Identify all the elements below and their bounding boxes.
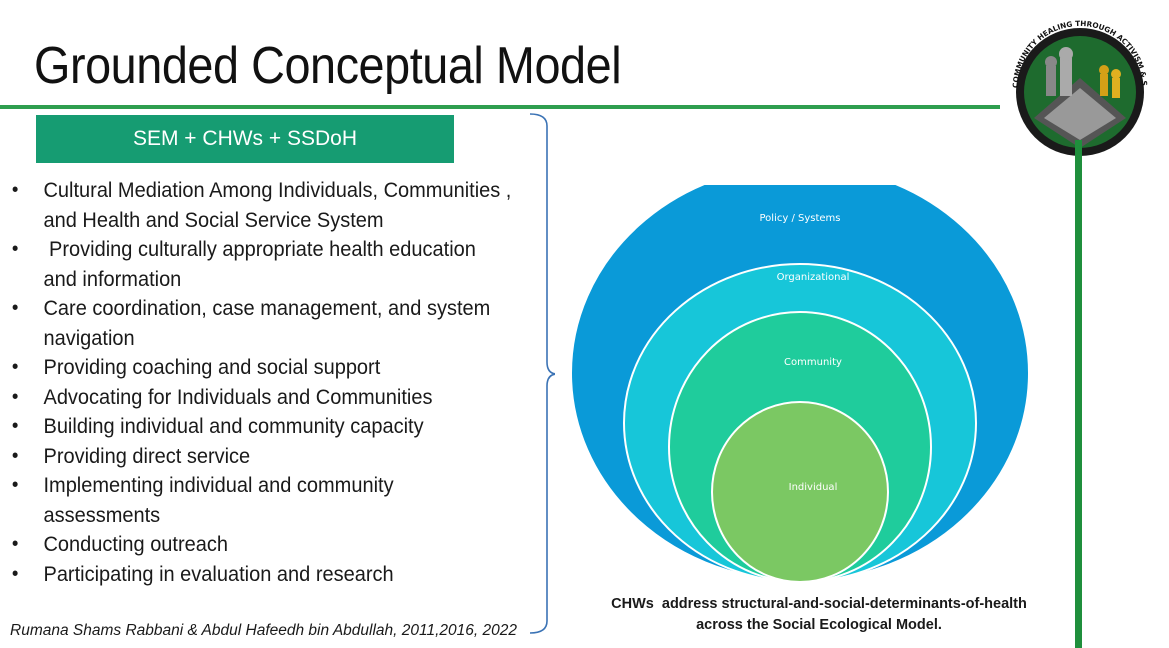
list-item: • Advocating for Individuals and Communit… [10,383,512,413]
list-item-text: Care coordination, case management, and … [43,296,491,350]
list-item: • Implementing individual and community a… [10,471,512,530]
bullet-list: • Cultural Mediation Among Individuals, C… [10,176,550,589]
caption-line-2: across the Social Ecological Model. [696,617,942,633]
citation: Rumana Shams Rabbani & Abdul Hafeedh bin… [10,622,517,639]
page-title: Grounded Conceptual Model [34,37,622,95]
list-item: • Providing direct service [10,442,512,472]
list-item: • Conducting outreach [10,530,512,560]
list-item-text: Participating in evaluation and research [43,561,394,586]
bullet-icon: • [11,415,19,437]
chasm-logo: COMMUNITY HEALING THROUGH ACTIVISM & STR… [1004,8,1152,160]
list-item: • Providing culturally appropriate healt… [10,235,512,294]
sem-label-individual: Individual [789,482,838,493]
bullet-icon: • [11,474,19,496]
sem-label-policy: Policy / Systems [760,213,841,224]
list-item-text: Providing direct service [43,443,251,468]
list-item-text: Implementing individual and community as… [43,473,394,527]
bullet-icon: • [11,444,19,467]
bullet-icon: • [11,533,19,555]
list-item: • Providing coaching and social support [10,353,512,383]
bullet-icon: • [11,562,19,585]
list-item-text: Providing culturally appropriate health … [43,237,482,291]
diagram-caption: CHWs address structural-and-social-deter… [600,594,1038,636]
sem-label-organizational: Organizational [777,272,850,283]
curly-brace [529,113,555,634]
list-item: • Building individual and community capac… [10,412,512,442]
sem-diagram: Policy / Systems Organizational Communit… [570,185,1030,583]
caption-line-1: CHWs address structural-and-social-deter… [611,596,1027,612]
bullet-icon: • [11,179,19,201]
list-item: • Participating in evaluation and researc… [10,560,512,590]
sem-ring-individual [711,401,889,583]
list-item-text: Conducting outreach [43,532,229,556]
list-item-text: Cultural Mediation Among Individuals, Co… [43,178,512,232]
list-item: • Care coordination, case management, and… [10,294,512,353]
vertical-accent-bar [1075,140,1082,648]
list-item-text: Advocating for Individuals and Communiti… [43,384,433,409]
bullet-icon: • [11,385,19,408]
header-box: SEM + CHWs + SSDoH [36,115,454,163]
bullet-icon: • [11,356,19,378]
list-item-text: Providing coaching and social support [43,355,381,379]
sem-label-community: Community [784,357,842,368]
list-item: • Cultural Mediation Among Individuals, C… [10,176,512,235]
bullet-icon: • [11,297,19,319]
list-item-text: Building individual and community capaci… [43,414,424,438]
title-underline [0,105,1000,109]
bullet-icon: • [11,238,19,260]
